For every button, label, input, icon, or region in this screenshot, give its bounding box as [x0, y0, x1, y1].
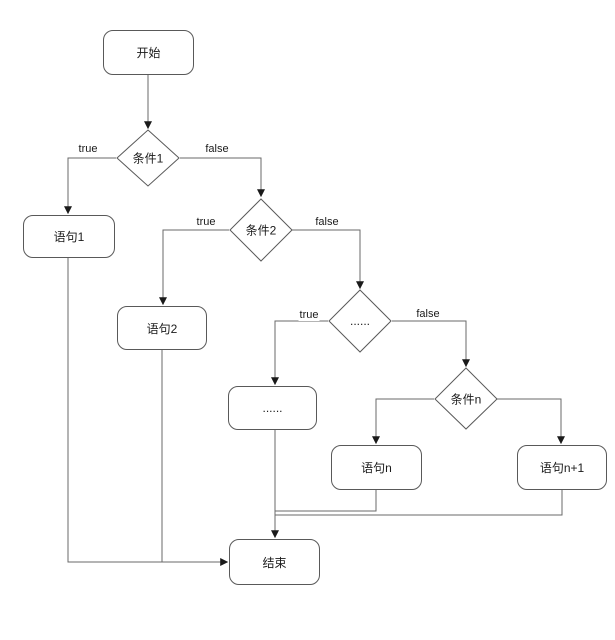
edge-cond2-false-to-conddots — [292, 229, 364, 290]
edge-cond2-true-to-stmt2 — [159, 229, 229, 306]
edge-conddots-true-to-stmtdots — [271, 320, 328, 386]
node-end-label: 结束 — [262, 555, 287, 570]
node-stmt2: 语句2 — [117, 306, 207, 350]
edge-stmtn1-to-end — [275, 490, 563, 516]
node-cond1-shape — [116, 129, 180, 187]
node-stmt1-label: 语句1 — [53, 230, 85, 244]
node-stmt1: 语句1 — [23, 215, 115, 258]
node-stmtn-plus1: 语句n+1 — [517, 445, 607, 490]
node-condn-shape — [434, 367, 498, 430]
edge-cond1-true-to-stmt1 — [64, 157, 116, 215]
node-end: 结束 — [229, 539, 320, 585]
edge-condn-to-stmtn — [372, 398, 434, 445]
edge-label-cond-dots-true: true — [298, 309, 320, 321]
node-stmt2-label: 语句2 — [146, 321, 178, 336]
edge-label-cond2-false: false — [314, 216, 340, 228]
node-stmt-dots: ...... — [228, 386, 317, 430]
node-cond2-label: 条件2 — [245, 223, 277, 238]
node-cond-dots-shape — [328, 289, 392, 353]
node-cond1-label: 条件1 — [132, 151, 164, 166]
node-cond-dots-label: ...... — [349, 314, 371, 328]
edge-stmt1-to-end — [67, 258, 229, 566]
node-cond2-shape — [229, 198, 293, 262]
edge-cond1-false-to-cond2 — [180, 157, 265, 198]
node-start-label: 开始 — [136, 46, 161, 60]
node-stmt-dots-label: ...... — [262, 401, 283, 415]
edge-label-cond1-true: true — [77, 143, 99, 155]
edge-condn-to-stmtn1 — [497, 398, 565, 445]
node-stmtn-label: 语句n — [361, 461, 392, 475]
node-start: 开始 — [103, 30, 194, 75]
edge-stmtn-to-end — [275, 490, 377, 512]
edge-label-cond2-true: true — [195, 216, 217, 228]
edge-conddots-false-to-condn — [392, 320, 470, 368]
edge-label-cond-dots-false: false — [415, 308, 441, 320]
edge-label-cond1-false: false — [204, 143, 230, 155]
node-stmtn: 语句n — [331, 445, 422, 490]
node-stmtn-plus1-label: 语句n+1 — [539, 461, 585, 475]
node-condn-label: 条件n — [450, 392, 482, 407]
